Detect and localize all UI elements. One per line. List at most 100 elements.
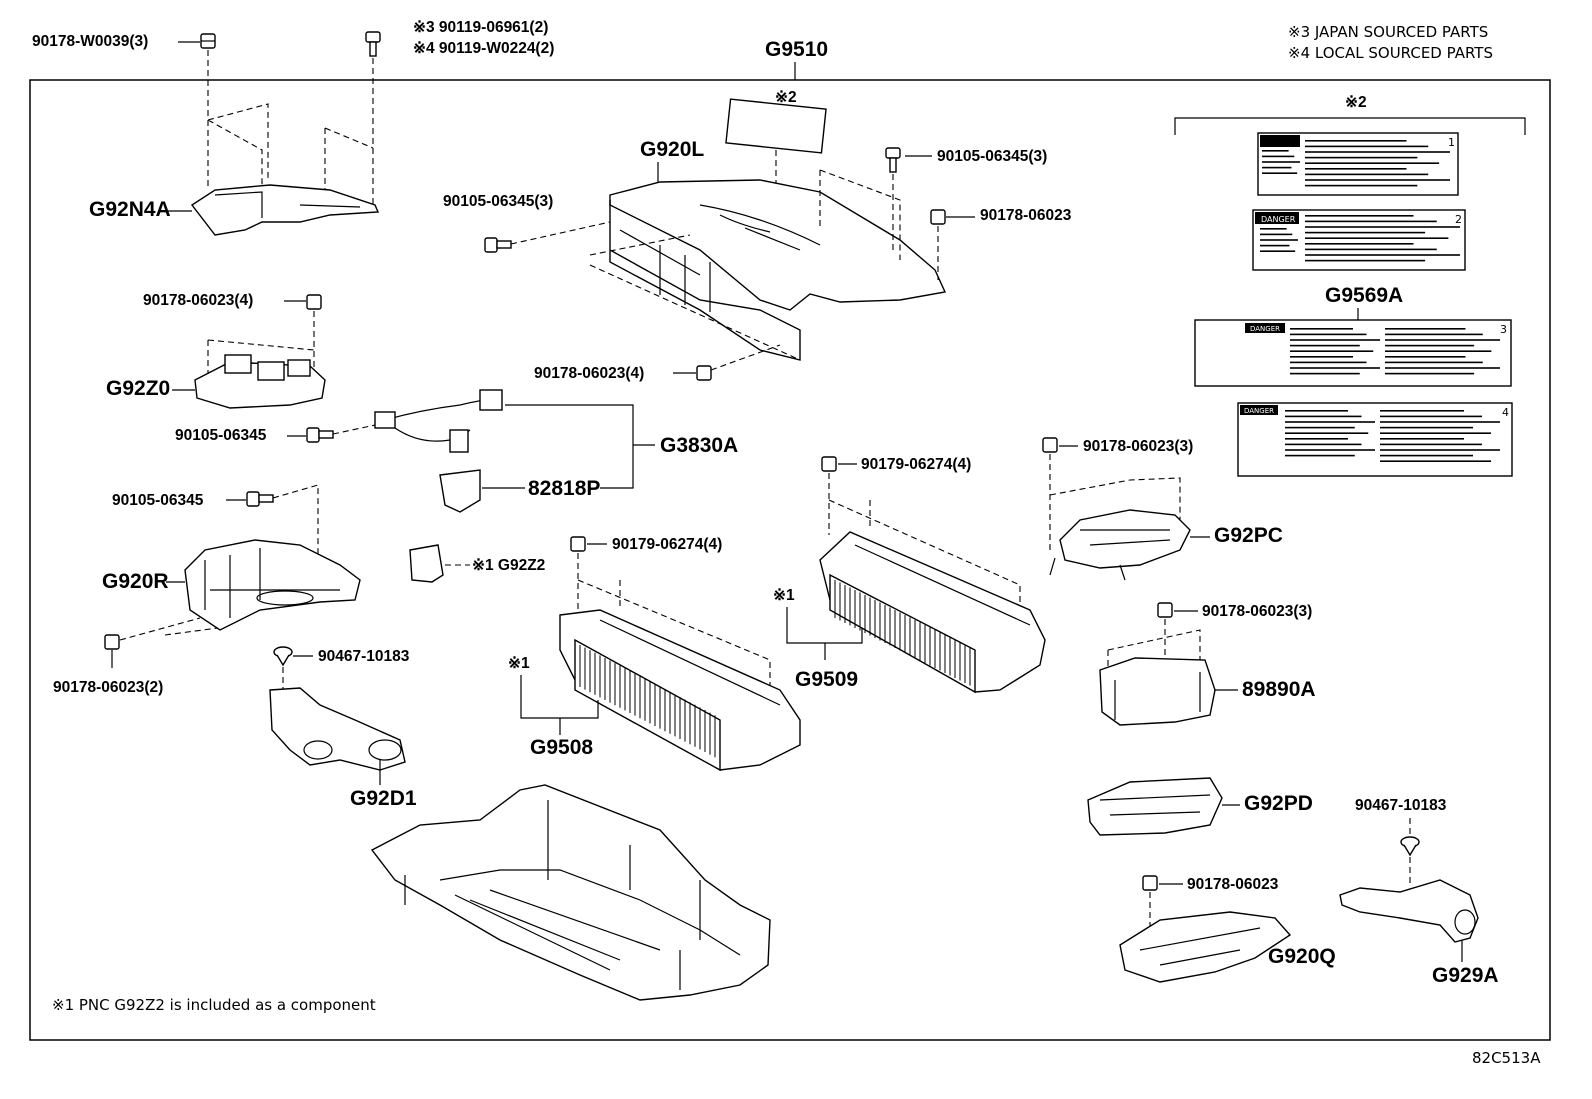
part-label-g929a[interactable]: G929A <box>1432 964 1499 987</box>
part-label-82818p[interactable]: 82818P <box>528 477 600 500</box>
label-text-line <box>1285 454 1355 457</box>
bracket-g920r-drawing <box>184 539 361 631</box>
part-label-90119-w0224[interactable]: ※4 90119-W0224(2) <box>413 40 554 57</box>
part-label-g920q[interactable]: G920Q <box>1268 945 1336 968</box>
label-text-line <box>1290 361 1367 364</box>
part-label-90467-10183-b[interactable]: 90467-10183 <box>1355 797 1447 814</box>
label-text-line <box>1385 328 1466 330</box>
bolt-icon <box>306 427 334 443</box>
label-text-line <box>1305 259 1426 262</box>
label-text-line <box>1385 372 1475 375</box>
label-text-line <box>1305 184 1418 187</box>
label-text-line <box>1305 162 1440 164</box>
label-text-line <box>1305 220 1437 223</box>
nut-icon <box>930 209 946 225</box>
part-label-g92n4a[interactable]: G92N4A <box>89 198 171 221</box>
label-text-line <box>1380 421 1500 423</box>
nut-icon <box>1157 602 1173 618</box>
part-label-star1-a[interactable]: ※1 <box>508 655 530 672</box>
label-text-line <box>1385 356 1466 358</box>
part-label-90178-06023-f[interactable]: 90178-06023(3) <box>1202 603 1312 620</box>
label-text-line <box>1285 426 1355 429</box>
label-text-line <box>1380 410 1464 412</box>
part-label-90178-06023-c[interactable]: 90178-06023(4) <box>143 292 253 309</box>
part-label-89890a[interactable]: 89890A <box>1242 678 1316 701</box>
assembly-label-g9510[interactable]: G9510 <box>765 38 828 61</box>
part-label-90178-06023-e[interactable]: 90178-06023(3) <box>1083 438 1193 455</box>
part-label-g92z0[interactable]: G92Z0 <box>106 377 170 400</box>
part-label-90105-06345-d[interactable]: 90105-06345 <box>112 492 204 509</box>
part-label-g9569a[interactable]: G9569A <box>1325 284 1403 307</box>
label-text-line <box>1380 432 1491 434</box>
part-label-90178-w0039[interactable]: 90178-W0039(3) <box>32 33 148 50</box>
label-text-line <box>1260 239 1298 241</box>
label-text-line <box>1290 328 1353 330</box>
nut-icon <box>821 456 837 472</box>
label-text-line <box>1290 350 1374 352</box>
label-text-line <box>1380 449 1500 451</box>
bolt-icon <box>885 147 901 173</box>
part-label-g3830a[interactable]: G3830A <box>660 434 738 457</box>
duct-g929a-drawing <box>1339 879 1479 943</box>
part-label-90178-06023-b[interactable]: 90178-06023(4) <box>534 365 644 382</box>
label-text-line <box>1290 339 1380 341</box>
bolt-icon <box>365 31 381 57</box>
svg-text:2: 2 <box>1455 213 1462 226</box>
air-duct-g92d1-drawing <box>269 687 406 771</box>
part-label-90179-06274-a[interactable]: 90179-06274(4) <box>612 536 722 553</box>
part-label-90178-06023-d[interactable]: 90178-06023(2) <box>53 679 163 696</box>
svg-text:DANGER: DANGER <box>1244 407 1274 415</box>
label-text-line <box>1262 161 1300 163</box>
label-text-line <box>1305 237 1449 239</box>
part-label-g920l[interactable]: G920L <box>640 138 704 161</box>
nut-icon <box>1400 836 1420 857</box>
label-text-line <box>1260 233 1293 236</box>
nut-icon <box>570 536 586 552</box>
part-label-90467-10183-a[interactable]: 90467-10183 <box>318 648 410 665</box>
junction-block-g92z0-drawing <box>194 339 326 409</box>
part-label-g92d1[interactable]: G92D1 <box>350 787 417 810</box>
label-text-line <box>1290 344 1360 347</box>
label-text-line <box>1385 361 1483 364</box>
part-label-star2-b[interactable]: ※2 <box>1345 94 1367 111</box>
label-text-line <box>1260 228 1287 230</box>
label-text-line <box>1285 415 1362 418</box>
part-label-90119-06961[interactable]: ※3 90119-06961(2) <box>413 19 548 36</box>
label-text-line <box>1380 438 1464 440</box>
wire-harness-g3830a-drawing <box>374 389 503 513</box>
nut-icon <box>696 365 712 381</box>
part-label-g9509[interactable]: G9509 <box>795 668 858 691</box>
part-label-g92z2[interactable]: ※1 G92Z2 <box>472 557 545 574</box>
label-text-line <box>1305 173 1429 176</box>
part-label-g920r[interactable]: G920R <box>102 570 169 593</box>
label-text-line <box>1385 339 1500 341</box>
part-label-g92pc[interactable]: G92PC <box>1214 524 1283 547</box>
nut-icon <box>200 33 216 49</box>
label-text-line <box>1385 344 1475 347</box>
label-text-line <box>1385 333 1483 336</box>
label-text-line <box>1305 226 1460 228</box>
part-label-g92pd[interactable]: G92PD <box>1244 792 1313 815</box>
label-text-line <box>1262 155 1295 158</box>
label-text-lines <box>1260 140 1500 462</box>
part-label-90105-06345-b[interactable]: 90105-06345(3) <box>937 148 1047 165</box>
part-label-g9508[interactable]: G9508 <box>530 736 593 759</box>
part-label-90105-06345-a[interactable]: 90105-06345(3) <box>443 193 553 210</box>
part-label-90178-06023-a[interactable]: 90178-06023 <box>980 207 1072 224</box>
cover-g92pc-drawing <box>1049 509 1191 581</box>
label-sheet-drawing <box>725 98 827 154</box>
label-text-line <box>1285 443 1362 446</box>
part-label-90105-06345-c[interactable]: 90105-06345 <box>175 427 267 444</box>
ecu-89890a-drawing <box>1099 657 1216 726</box>
bracket-g920q-drawing <box>1119 911 1292 983</box>
bolt-icon <box>484 237 512 253</box>
label-text-line <box>1260 244 1290 247</box>
part-label-star2[interactable]: ※2 <box>775 89 797 106</box>
label-text-line <box>1305 215 1414 217</box>
part-label-star1-b[interactable]: ※1 <box>773 587 795 604</box>
label-text-line <box>1305 151 1450 153</box>
svg-text:DANGER: DANGER <box>1261 215 1296 224</box>
part-label-90179-06274-b[interactable]: 90179-06274(4) <box>861 456 971 473</box>
warning-label-4: DANGER 4 <box>1237 402 1513 477</box>
part-label-90178-06023-g[interactable]: 90178-06023 <box>1187 876 1279 893</box>
